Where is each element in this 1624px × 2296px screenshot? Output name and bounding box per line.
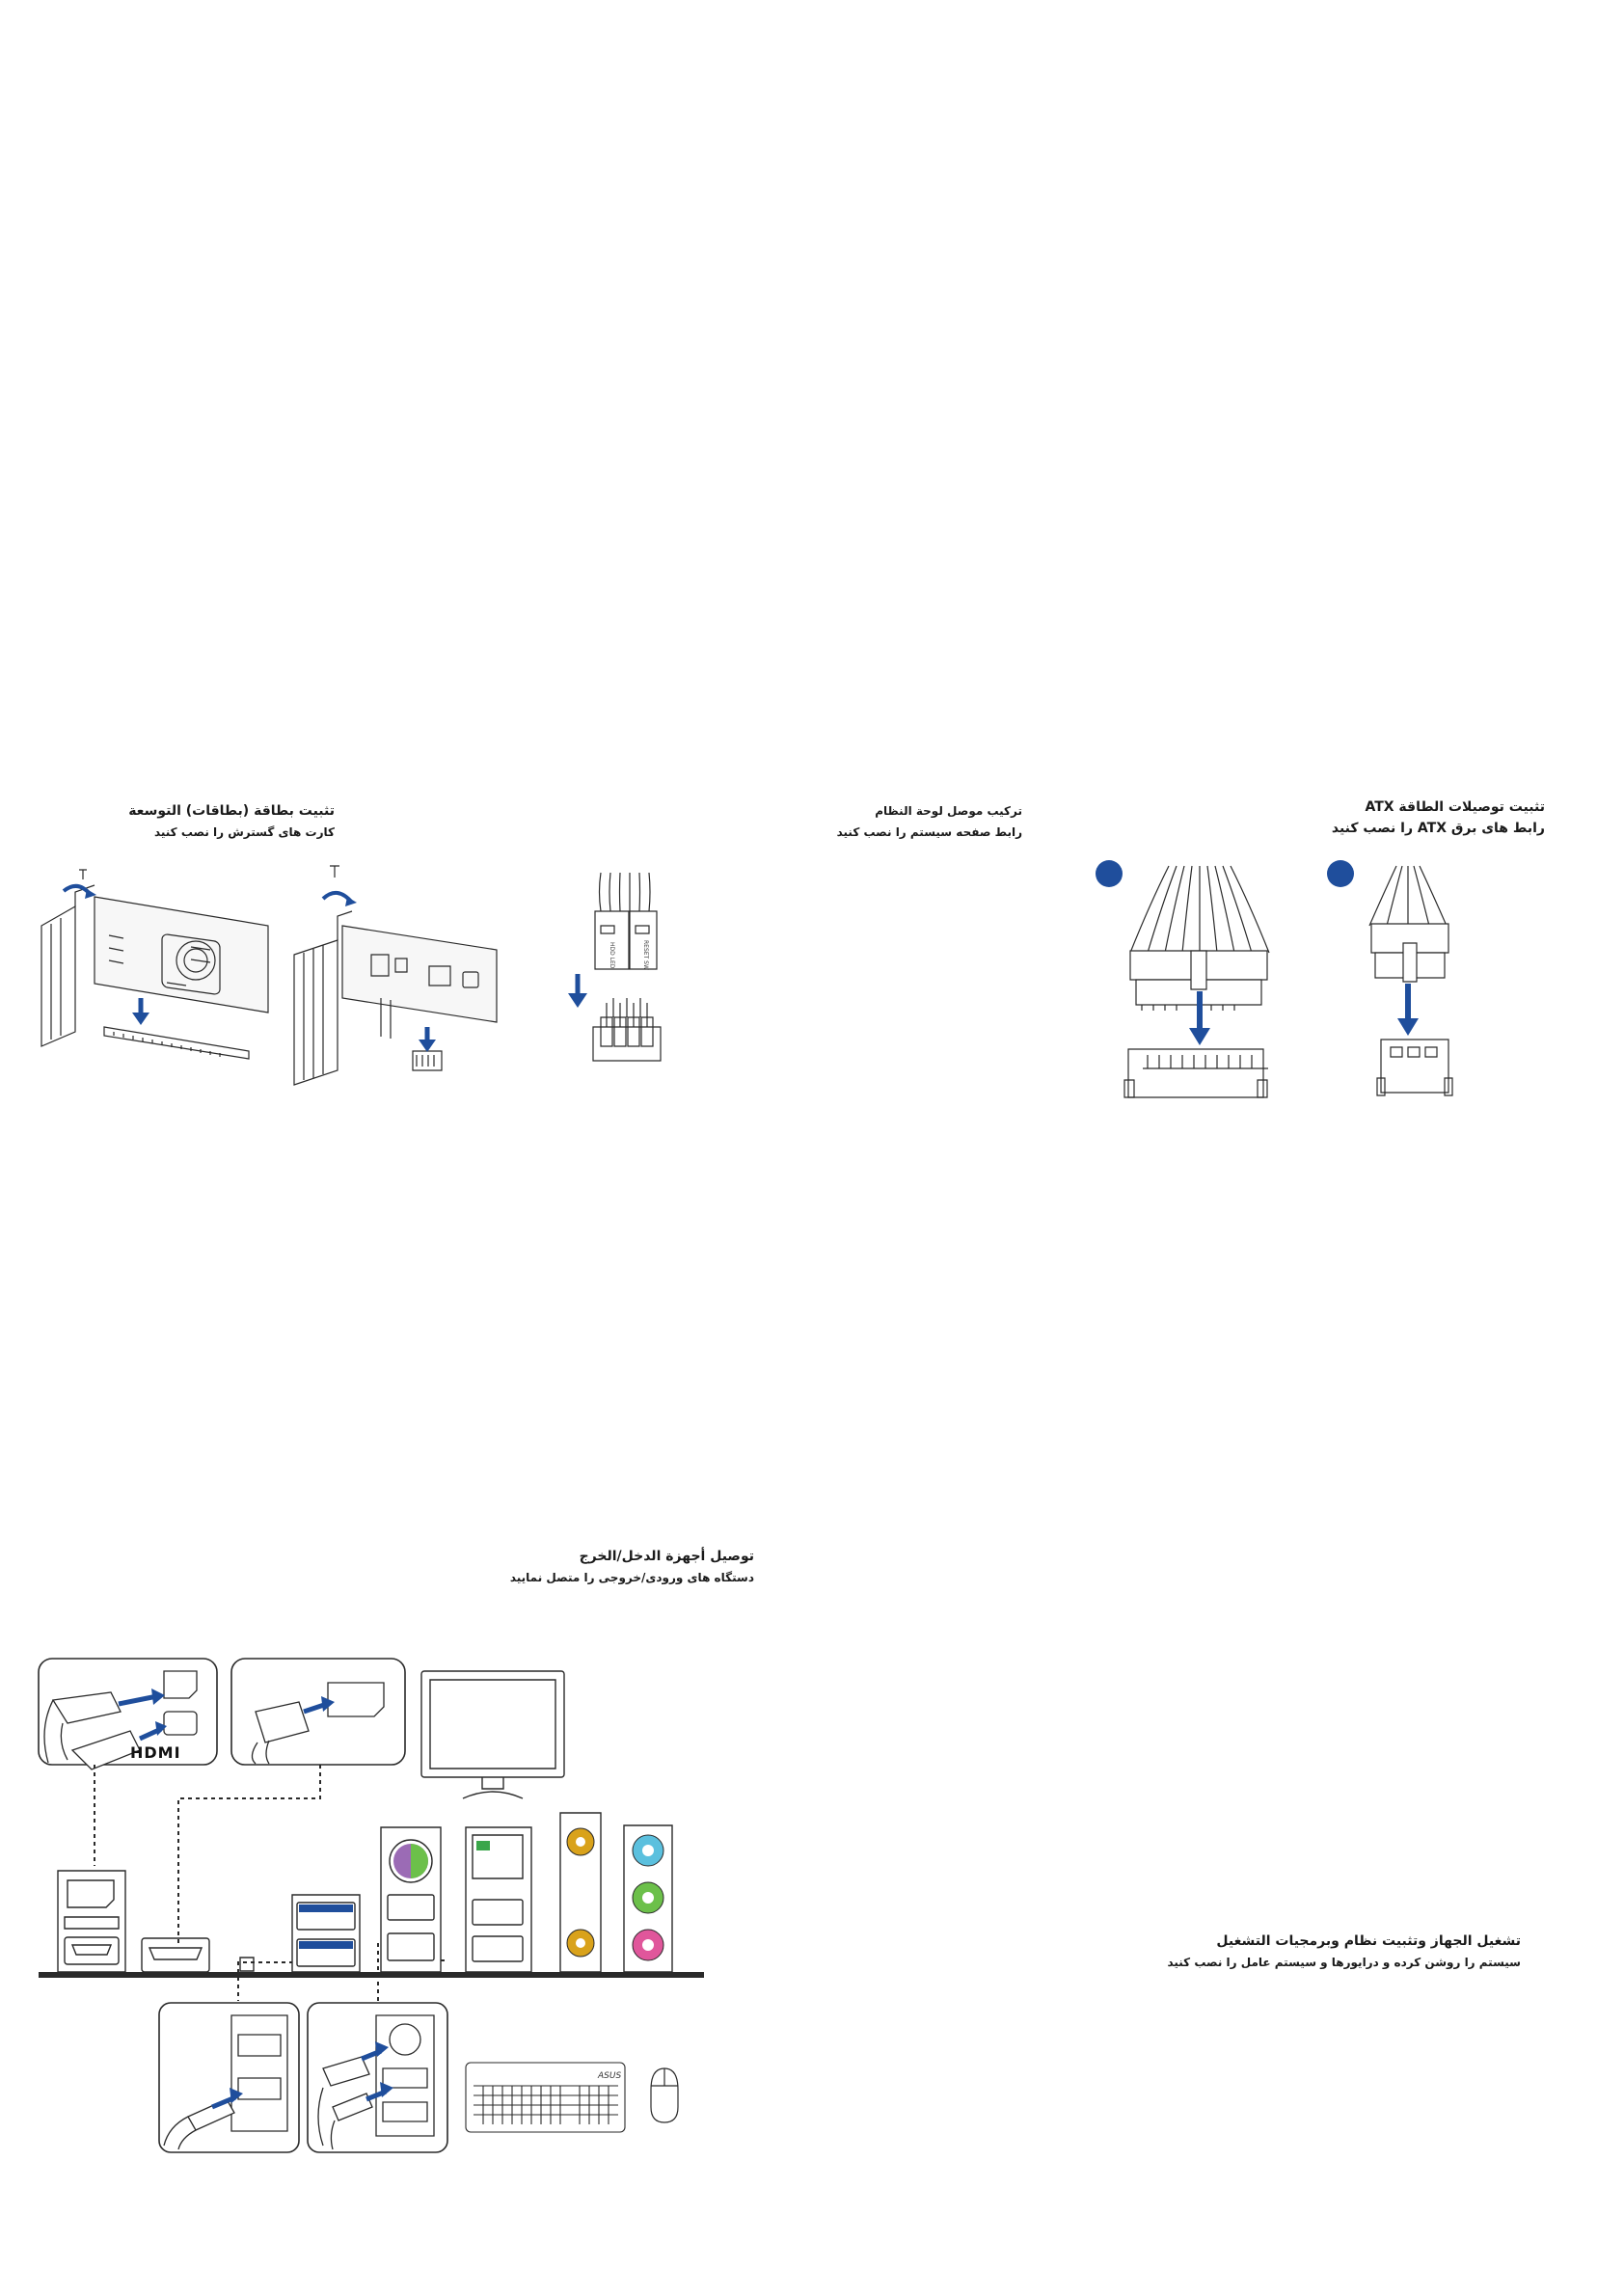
keyboard-brand: ASUS	[597, 2071, 621, 2081]
panel-pin-label-reset: RESET SW	[642, 940, 649, 970]
callout-dp-hdmi	[39, 1659, 217, 1765]
expansion-card-illustration-2	[284, 858, 511, 1090]
panel-pin-label-hdd: HDD LED	[609, 942, 615, 969]
step-badge-24pin	[1096, 860, 1123, 887]
expansion-subtitle: کارت های گسترش را نصب کنید	[153, 825, 335, 839]
power-on-subtitle: سیستم را روشن کرده و درایورها و سیستم عا…	[1167, 1956, 1521, 1969]
hdmi-logo: HDMI	[130, 1743, 181, 1762]
atx-power-caption: تثبيت توصيلات الطاقة ATX رابط های برق AT…	[1332, 797, 1545, 839]
atx-power-title: تثبيت توصيلات الطاقة ATX	[1365, 799, 1545, 815]
panel-header-title: تركيب موصل لوحة النظام	[875, 804, 1022, 818]
monitor-icon	[421, 1671, 564, 1798]
power-on-caption: تشغيل الجهاز وتثبيت نظام وبرمجيات التشغي…	[1167, 1931, 1521, 1973]
keyboard-icon	[466, 2063, 625, 2132]
expansion-caption: تثبيت بطاقة (بطاقات) التوسعة کارت های گس…	[128, 800, 335, 843]
io-rear-panel-illustration: HDMI	[34, 1654, 704, 2189]
mouse-icon	[651, 2068, 678, 2122]
atx-8pin-illustration	[1327, 860, 1466, 1112]
io-caption: توصيل أجهزة الدخل/الخرج دستگاه های ورودی…	[510, 1546, 754, 1588]
lan-led-icon	[476, 1841, 490, 1850]
panel-header-subtitle: رابط صفحه سیستم را نصب کنید	[836, 825, 1022, 839]
expansion-card-illustration-1	[37, 868, 287, 1061]
atx-power-subtitle: رابط های برق ATX را نصب کنید	[1331, 821, 1545, 836]
expansion-title: تثبيت بطاقة (بطاقات) التوسعة	[128, 803, 335, 819]
io-subtitle: دستگاه های ورودی/خروجی را متصل نمایید	[509, 1571, 754, 1584]
rear-panel-baseline	[39, 1972, 704, 1978]
io-title: توصيل أجهزة الدخل/الخرج	[579, 1549, 754, 1564]
panel-header-illustration: HDD LED RESET SW	[568, 873, 685, 1109]
step-badge-8pin	[1327, 860, 1354, 887]
panel-header-caption: تركيب موصل لوحة النظام رابط صفحه سیستم ر…	[837, 800, 1022, 843]
power-on-title: تشغيل الجهاز وتثبيت نظام وبرمجيات التشغي…	[1216, 1933, 1521, 1949]
atx-24pin-illustration	[1096, 860, 1292, 1112]
